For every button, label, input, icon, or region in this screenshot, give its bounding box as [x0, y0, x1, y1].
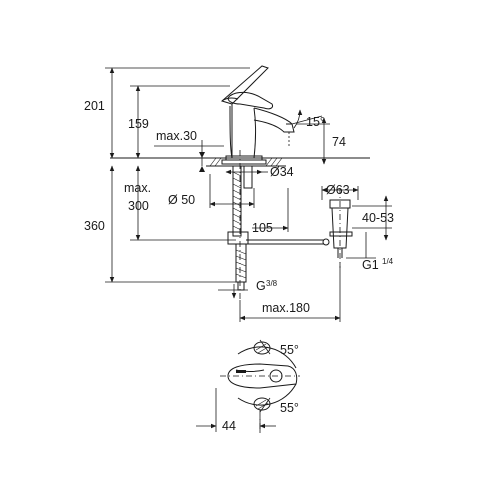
pop-up-thread-fraction: 1/4: [382, 257, 394, 266]
total-height-label: 201: [84, 99, 105, 113]
total-below-label: 360: [84, 219, 105, 233]
faucet-side-view: [110, 65, 370, 291]
pop-up-thread-label: G1: [362, 258, 379, 272]
rotation-angle-bottom-label: 55°: [280, 401, 299, 415]
faucet-lever: [220, 65, 269, 105]
hole-diameter-label: Ø34: [270, 165, 294, 179]
faucet-spout: [253, 107, 295, 133]
spout-angle-label: 15°: [306, 115, 325, 129]
spout-height-label: 159: [128, 117, 149, 131]
connection-thread-fraction: 3/8: [266, 279, 278, 288]
horizontal-dimensions: [209, 109, 392, 322]
vertical-dimensions: [105, 67, 250, 283]
faucet-body: [229, 105, 256, 159]
pop-up-waste: [329, 199, 353, 258]
max-thickness-label: max.30: [156, 129, 197, 143]
faucet-plan-view: [196, 339, 300, 432]
rosette-diameter-label: Ø 50: [168, 193, 195, 207]
pop-up-range-label: 40-53: [362, 211, 394, 225]
rotation-angle-top-label: 55°: [280, 343, 299, 357]
max-below-label: max.: [124, 181, 151, 195]
connection-thread-label: G: [256, 279, 266, 293]
plan-body: [227, 363, 298, 389]
spout-reach-label: 74: [332, 135, 346, 149]
plan-offset-label: 44: [222, 419, 236, 433]
max-reach-label: max.180: [262, 301, 310, 315]
pop-up-diameter-label: Ø63: [326, 183, 350, 197]
max-below-value: 300: [128, 199, 149, 213]
faucet-head: [227, 91, 273, 110]
hose-offset-label: 105: [252, 221, 273, 235]
